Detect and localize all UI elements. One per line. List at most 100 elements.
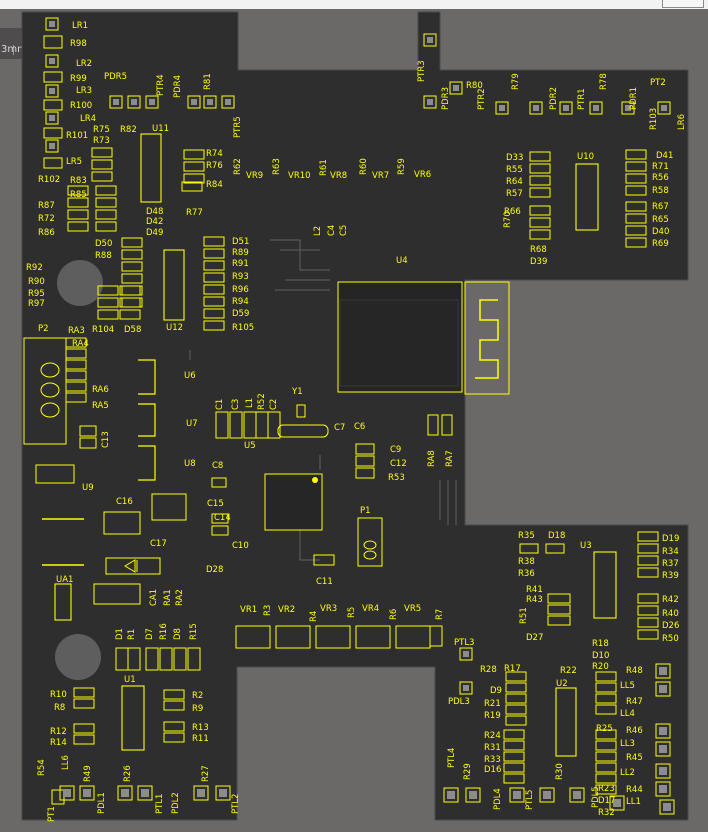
component-pad [355,625,391,649]
test-point [659,799,675,815]
component-pad [545,543,565,554]
component-pad [503,762,525,773]
y1-crystal[interactable] [277,404,329,438]
silk-label-r9: R9 [192,704,203,714]
component-pad [625,213,647,224]
silk-label-r47: R47 [626,697,643,707]
component-pad [163,721,185,732]
test-point-pad [661,105,667,111]
test-point [509,787,525,803]
test-point [127,95,141,109]
component-pad [355,467,375,479]
silk-label-vr10: VR10 [288,171,311,181]
component-pad [355,455,375,467]
component-pad [211,477,227,488]
component-pad [93,583,141,605]
silk-label-u11: U11 [152,124,169,134]
scale-label: 3mm [1,44,27,55]
test-point-pad [197,789,205,797]
component-pad [183,173,205,184]
silk-label-c2: C2 [269,399,279,410]
test-point-pad [663,803,671,811]
silk-label-r42: R42 [662,595,679,605]
silk-label-r31: R31 [484,743,501,753]
silk-label-ptr2: PTR2 [477,88,487,110]
silk-label-lr5: LR5 [66,157,82,167]
silk-label-r91: R91 [232,259,249,269]
component-pad [145,647,159,671]
test-point-pad [659,685,667,693]
silk-label-c15: C15 [207,499,224,509]
ic-outline [593,551,617,619]
component-pad [119,309,141,320]
component-pad [229,411,243,439]
test-point-pad [513,791,521,799]
component-pad [505,715,527,726]
silk-label-r26: R26 [123,765,133,782]
test-point-pad [463,651,469,657]
component-pad [163,732,185,743]
d28-diode[interactable] [105,557,161,575]
mounting-hole [55,634,101,680]
silk-label-c8: C8 [212,461,223,471]
silk-label-r51: R51 [519,607,529,624]
silk-label-r75: R75 [93,125,110,135]
test-point-pad [225,99,231,105]
ic-outline [54,583,72,621]
silk-label-d18: D18 [548,531,565,541]
p1-connector[interactable] [357,517,383,567]
silk-label-r43: R43 [526,595,543,605]
component-pad [505,693,527,704]
silk-label-d10: D10 [592,651,609,661]
component-pad [67,221,89,232]
test-point-pad [659,667,667,675]
silk-label-r103: R103 [649,108,659,130]
mounting-hole [57,260,103,306]
silk-label-c5: C5 [339,225,349,236]
test-point-pad [63,789,71,797]
component-pad [73,687,95,698]
silk-label-d1: D1 [115,628,125,640]
component-pad [181,181,203,192]
test-point [45,139,59,153]
component-pad [429,625,443,647]
silk-label-r50: R50 [662,634,679,644]
board-outline [21,11,689,821]
test-point-pad [563,105,569,111]
silk-label-r22: R22 [560,666,577,676]
silk-label-vr4: VR4 [362,604,379,614]
silk-label-r38: R38 [518,557,535,567]
component-pad [67,197,89,208]
test-point [117,785,133,801]
silk-label-pdr1: PDR1 [629,87,639,110]
component-pad [637,629,659,640]
silk-label-r4: R4 [309,611,319,622]
silk-label-r32: R32 [598,808,615,818]
test-point [215,785,231,801]
silk-label-r52: R52 [257,393,267,410]
component-pad [529,205,551,216]
silk-label-ptl5: PTL5 [525,790,535,810]
test-point-pad [83,789,91,797]
silk-label-r59: R59 [397,158,407,175]
component-pad [121,261,143,272]
silk-label-r44: R44 [626,785,643,795]
component-pad [211,513,229,524]
component-pad [595,729,617,740]
silk-label-ra3: RA3 [68,326,85,336]
component-pad [595,751,617,762]
silk-label-c4: C4 [327,225,337,236]
silk-label-c10: C10 [232,541,249,551]
component-pad [151,493,187,521]
component-pad [215,411,229,439]
scale-tick [13,45,14,55]
component-pad [503,773,525,784]
component-pad [91,171,113,182]
silk-label-d40: D40 [652,227,669,237]
silk-label-r104: R104 [92,325,114,335]
u5-chip[interactable] [264,473,323,531]
u4-module[interactable] [337,281,510,395]
component-pad [503,729,525,740]
